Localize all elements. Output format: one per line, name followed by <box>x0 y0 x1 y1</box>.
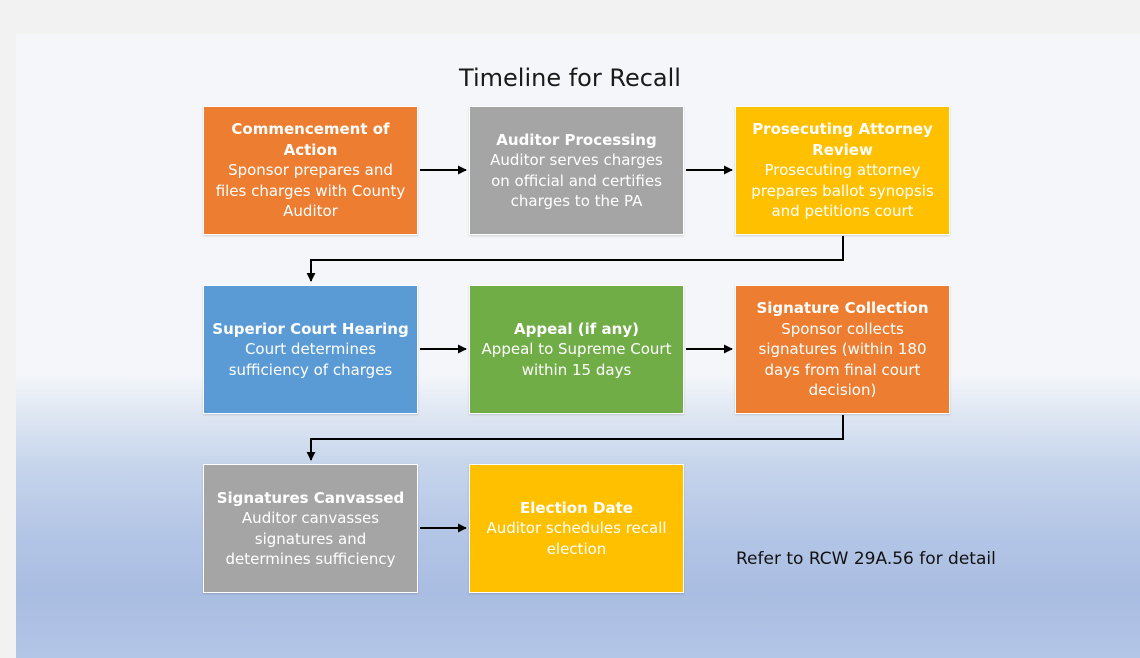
step-body-line: determines sufficiency <box>225 550 396 568</box>
step-body-line: within 15 days <box>521 360 632 379</box>
step-heading-line: Prosecuting Attorney <box>752 120 933 139</box>
step-heading-line: Action <box>283 140 338 159</box>
step-body-line: Auditor serves charges <box>490 151 663 169</box>
step-body-line: Court determines <box>244 340 377 359</box>
step-heading-line: Signatures Canvassed <box>216 488 405 507</box>
step-election-date: Election Date Auditor schedules recall e… <box>469 464 684 593</box>
step-body-line: decision) <box>808 381 877 400</box>
step-body-line: Auditor schedules recall <box>486 519 667 538</box>
step-auditor-processing: Auditor Processing Auditor serves charge… <box>469 106 684 235</box>
step-body-line: Prosecuting attorney <box>764 161 921 180</box>
step-body-line: prepares ballot synopsis <box>751 181 934 200</box>
step-body-line: Auditor canvasses <box>241 509 380 527</box>
step-heading-line: Appeal (if any) <box>514 319 639 338</box>
step-signatures-canvassed: Signatures Canvassed Auditor canvasses s… <box>203 464 418 593</box>
step-heading-line: Auditor Processing <box>496 130 657 149</box>
step-body-line: sufficiency of charges <box>228 360 393 379</box>
step-body-line: Sponsor prepares and <box>228 161 393 180</box>
step-body-line: charges to the PA <box>510 192 643 210</box>
step-body-line: days from final court <box>764 360 921 379</box>
step-heading-line: Election Date <box>520 498 633 517</box>
step-heading-line: Review <box>812 140 873 159</box>
step-heading-line: Signature Collection <box>756 299 929 318</box>
step-body-line: on official and certifies <box>491 171 662 190</box>
step-body-line: and petitions court <box>771 202 914 221</box>
step-signature-collection: Signature Collection Sponsor collects si… <box>735 285 950 414</box>
step-body-line: files charges with County <box>215 181 406 200</box>
step-heading-line: Superior Court Hearing <box>212 319 409 338</box>
step-body-line: Appeal to Supreme Court <box>481 340 672 359</box>
step-body-line: signatures (within 180 <box>758 340 927 359</box>
step-heading-line: Commencement of <box>231 120 390 139</box>
reference-note: Refer to RCW 29A.56 for detail <box>736 549 996 569</box>
step-prosecuting-attorney-review: Prosecuting Attorney Review Prosecuting … <box>735 106 950 235</box>
step-appeal: Appeal (if any) Appeal to Supreme Court … <box>469 285 684 414</box>
step-body-line: Auditor <box>283 202 338 221</box>
step-body-line: Sponsor collects <box>781 319 904 338</box>
step-commencement-of-action: Commencement of Action Sponsor prepares … <box>203 106 418 235</box>
diagram-title: Timeline for Recall <box>459 64 681 92</box>
step-body-line: signatures and <box>254 529 367 548</box>
step-superior-court-hearing: Superior Court Hearing Court determines … <box>203 285 418 414</box>
step-body-line: election <box>546 539 607 558</box>
